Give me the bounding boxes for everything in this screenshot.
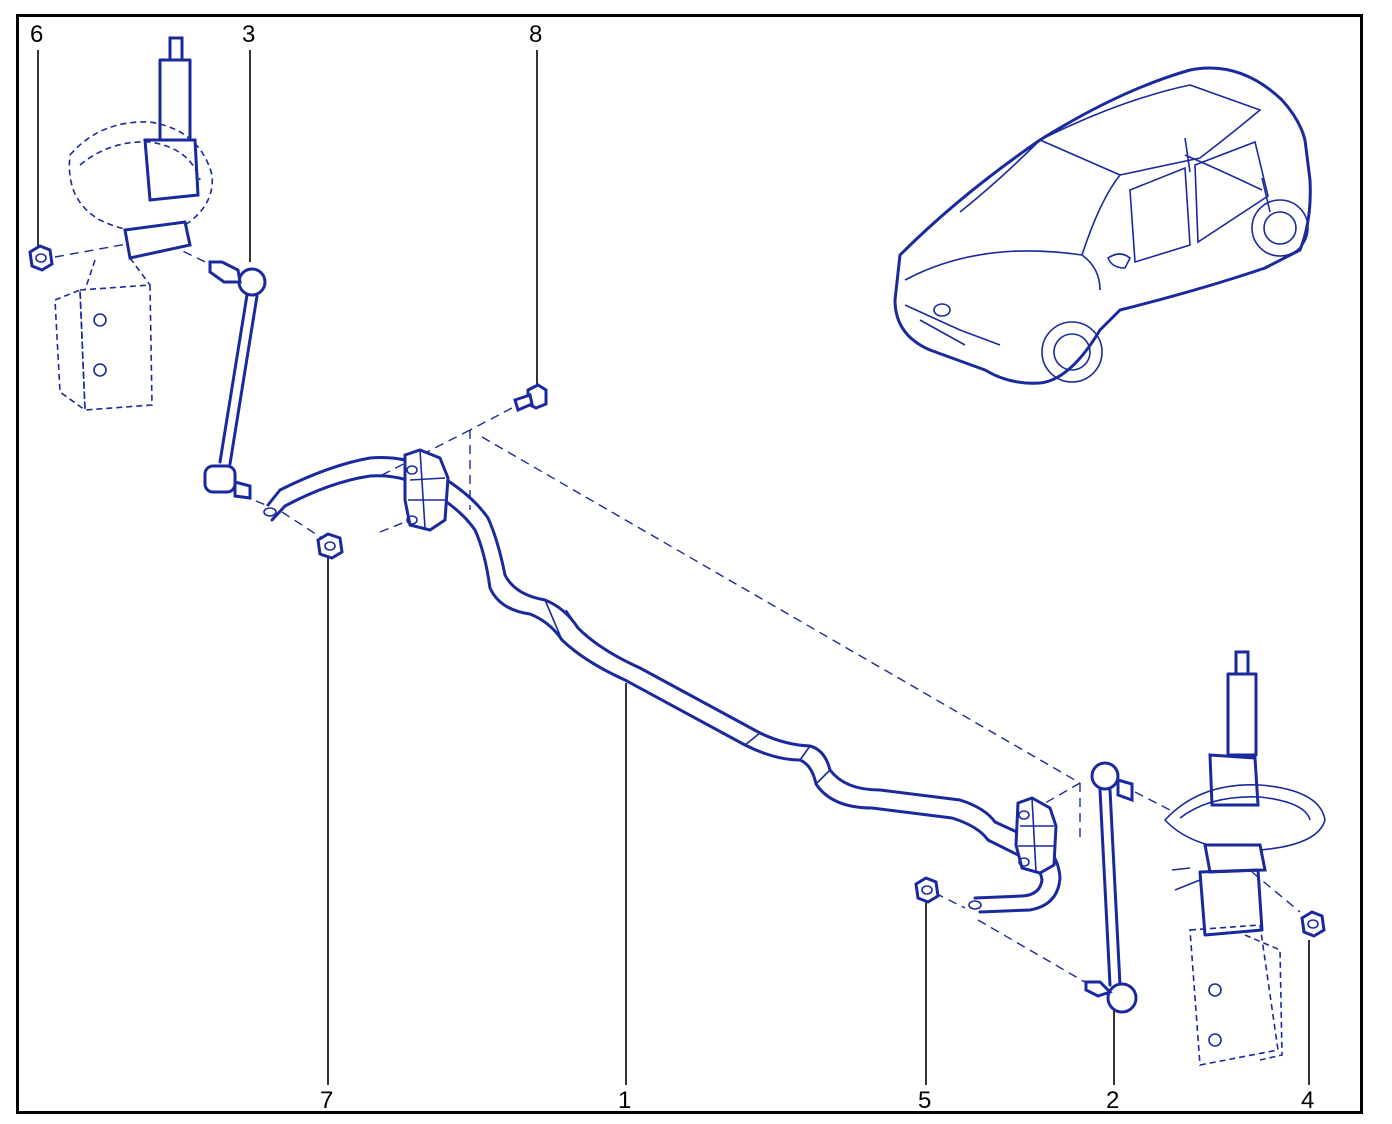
callout-label: 1 [618, 1087, 631, 1114]
nut-6 [28, 244, 54, 272]
bushing-clamp-right [1014, 796, 1058, 875]
diagram-frame [16, 14, 1363, 1114]
callout-label: 5 [918, 1087, 931, 1114]
callout-label: 8 [529, 21, 542, 48]
callout-8: 8 [529, 21, 542, 385]
strut-right [1163, 650, 1326, 1066]
stabilizer-bar [263, 456, 1062, 914]
callout-label: 3 [242, 21, 255, 48]
link-rod-left [203, 260, 267, 500]
callout-5: 5 [918, 897, 931, 1114]
callout-2: 2 [1106, 1010, 1119, 1114]
vehicle-silhouette [893, 66, 1312, 385]
nut-4 [1300, 910, 1326, 938]
callout-3: 3 [242, 21, 255, 262]
callout-label: 6 [30, 21, 43, 48]
link-rod-right [1084, 761, 1138, 1014]
callout-4: 4 [1301, 940, 1314, 1114]
nut-7 [316, 532, 344, 560]
callout-label: 4 [1301, 1087, 1314, 1114]
nut-5 [914, 876, 940, 904]
callout-label: 2 [1106, 1087, 1119, 1114]
callout-label: 7 [320, 1087, 333, 1114]
bushing-clamp-left [403, 448, 450, 532]
callout-1: 1 [618, 683, 631, 1114]
callout-6: 6 [30, 21, 43, 250]
strut-left [54, 36, 214, 412]
bolt-8 [513, 383, 548, 413]
callout-7: 7 [320, 556, 333, 1114]
